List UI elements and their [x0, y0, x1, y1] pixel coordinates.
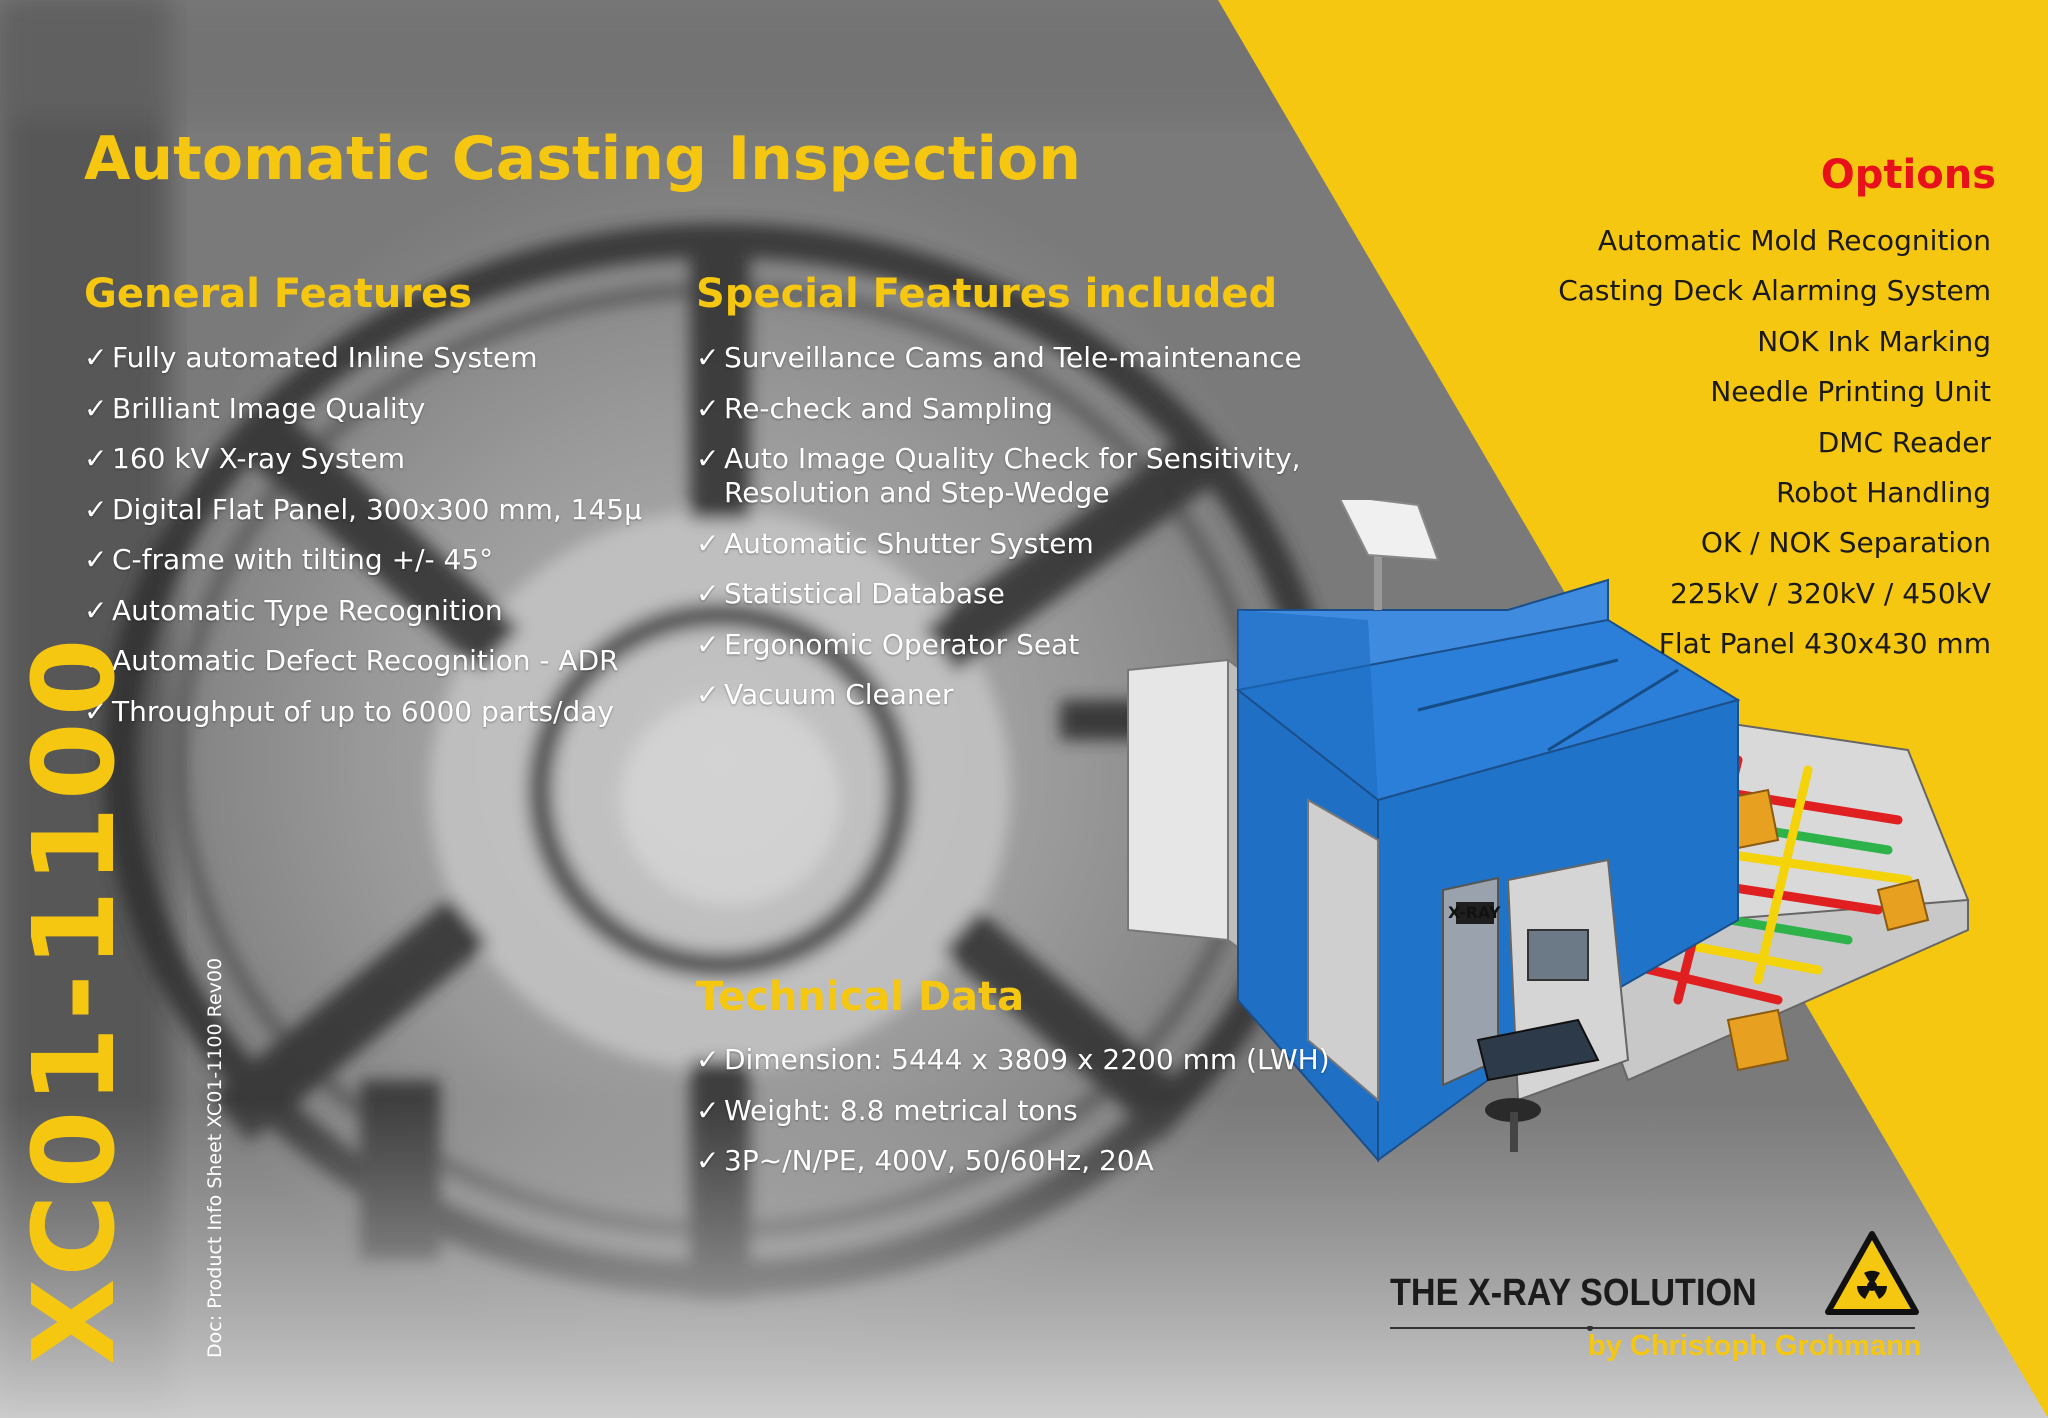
checkmark-icon: ✓: [84, 694, 108, 728]
machine-xray-label: X-RAY: [1448, 903, 1501, 922]
list-item: ✓Digital Flat Panel, 300x300 mm, 145µ: [84, 492, 642, 526]
model-number: XC01-1100: [10, 632, 140, 1365]
option-item: 225kV / 320kV / 450kV: [1670, 576, 1991, 610]
list-item: ✓Weight: 8.8 metrical tons: [696, 1093, 1078, 1127]
list-item: ✓160 kV X-ray System: [84, 442, 406, 475]
checkmark-icon: ✓: [84, 341, 108, 374]
option-item: NOK Ink Marking: [1757, 324, 1991, 358]
list-item: ✓Fully automated Inline System: [84, 341, 538, 374]
technical-data-list: ✓Dimension: 5444 x 3809 x 2200 mm (LWH) …: [696, 1043, 1336, 1195]
checkmark-icon: ✓: [696, 678, 720, 711]
general-features-list: ✓Fully automated Inline System ✓Brillian…: [84, 341, 684, 745]
options-list: Automatic Mold Recognition Casting Deck …: [1558, 224, 1991, 678]
option-item: Robot Handling: [1776, 475, 1991, 509]
option-item: OK / NOK Separation: [1700, 526, 1991, 560]
page-title: Automatic Casting Inspection: [84, 124, 1081, 194]
list-item: ✓Statistical Database: [696, 577, 1005, 610]
radiation-warning-icon: [1825, 1231, 1919, 1315]
checkmark-icon: ✓: [84, 543, 108, 576]
special-features-list: ✓Surveillance Cams and Tele-maintenance …: [696, 341, 1336, 729]
company-logo-byline: by Christoph Grohmann: [1588, 1330, 1922, 1362]
technical-data-heading: Technical Data: [696, 974, 1025, 1020]
option-item: Flat Panel 430x430 mm: [1658, 627, 1991, 661]
checkmark-icon: ✓: [696, 627, 720, 661]
option-item: Needle Printing Unit: [1710, 375, 1991, 409]
list-item: ✓Throughput of up to 6000 parts/day: [84, 694, 614, 728]
option-item: Automatic Mold Recognition: [1597, 224, 1991, 257]
checkmark-icon: ✓: [696, 442, 720, 475]
checkmark-icon: ✓: [696, 391, 720, 425]
checkmark-icon: ✓: [84, 644, 108, 677]
list-item: ✓Re-check and Sampling: [696, 391, 1054, 425]
checkmark-icon: ✓: [696, 1043, 720, 1076]
list-item: ✓Vacuum Cleaner: [696, 678, 954, 711]
option-item: Casting Deck Alarming System: [1558, 274, 1991, 308]
list-item: ✓Automatic Defect Recognition - ADR: [84, 644, 619, 677]
list-item: ✓Brilliant Image Quality: [84, 391, 426, 425]
checkmark-icon: ✓: [84, 492, 108, 526]
xray-inspection-machine-illustration: X-RAY: [1127, 500, 1970, 1163]
list-item: ✓C-frame with tilting +/- 45°: [84, 543, 494, 576]
general-features-heading: General Features: [84, 271, 473, 317]
checkmark-icon: ✓: [696, 1093, 720, 1127]
special-features-heading: Special Features included: [696, 271, 1278, 317]
checkmark-icon: ✓: [696, 1144, 720, 1177]
document-reference: Doc: Product Info Sheet XC01-1100 Rev00: [204, 957, 226, 1358]
checkmark-icon: ✓: [696, 577, 720, 610]
company-logo-name: THE X-RAY SOLUTION: [1390, 1272, 1757, 1314]
logo-divider: [1390, 1326, 1915, 1331]
list-item: ✓3P~/N/PE, 400V, 50/60Hz, 20A: [696, 1144, 1154, 1177]
options-heading: Options: [1820, 152, 1996, 198]
option-item: DMC Reader: [1817, 425, 1991, 459]
list-item: ✓Dimension: 5444 x 3809 x 2200 mm (LWH): [696, 1043, 1330, 1076]
checkmark-icon: ✓: [696, 526, 720, 560]
list-item: ✓Auto Image Quality Check for Sensitivit…: [696, 442, 1301, 509]
checkmark-icon: ✓: [696, 341, 720, 374]
list-item: ✓Surveillance Cams and Tele-maintenance: [696, 341, 1302, 374]
checkmark-icon: ✓: [84, 391, 108, 425]
list-item: ✓Automatic Shutter System: [696, 526, 1094, 560]
checkmark-icon: ✓: [84, 593, 108, 627]
list-item: ✓Ergonomic Operator Seat: [696, 627, 1080, 661]
checkmark-icon: ✓: [84, 442, 108, 475]
list-item: ✓Automatic Type Recognition: [84, 593, 503, 627]
